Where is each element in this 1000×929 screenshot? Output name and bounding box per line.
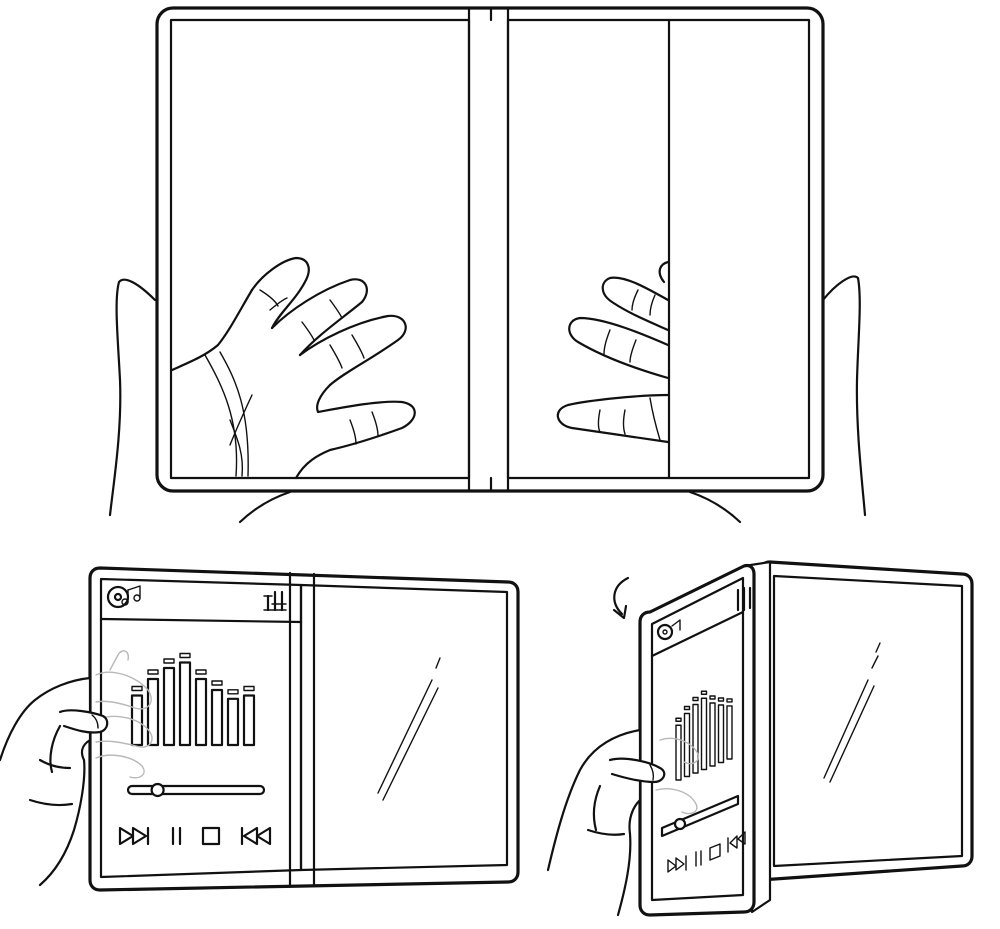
equalizer-bar-small xyxy=(700,697,708,771)
screen-glare xyxy=(377,657,441,801)
equalizer-peak xyxy=(227,689,239,695)
blank-screen xyxy=(299,583,509,872)
progress-slider[interactable] xyxy=(126,782,266,798)
equalizer-bar xyxy=(226,697,240,747)
back-panel-frame xyxy=(758,560,974,882)
left-hand-lower xyxy=(238,490,292,524)
front-header-divider xyxy=(650,610,745,658)
right-holding-hand xyxy=(821,275,867,517)
equalizer-bar xyxy=(178,661,192,747)
rewind-icon[interactable] xyxy=(240,826,272,846)
stop-icon-small[interactable] xyxy=(709,843,721,861)
rewind-icon-small[interactable] xyxy=(727,831,746,853)
right-hand-lower xyxy=(688,490,742,524)
stop-icon[interactable] xyxy=(201,826,221,846)
equalizer-settings-icon-small xyxy=(736,586,752,612)
equalizer-bar xyxy=(210,688,224,747)
ghost-finger-motion xyxy=(95,650,153,779)
back-panel-screen xyxy=(772,574,964,868)
equalizer-peak xyxy=(179,652,191,659)
equalizer-peak xyxy=(211,680,223,686)
folding-music-player-view xyxy=(546,560,974,917)
equalizer-peak-small xyxy=(726,698,733,703)
equalizer-bar-small xyxy=(709,702,716,767)
equalizer-peak-small xyxy=(709,695,716,700)
equalizer-settings-icon xyxy=(263,590,287,612)
fold-direction-arrow xyxy=(613,576,630,616)
left-holding-hand xyxy=(108,278,157,517)
equalizer-bar xyxy=(242,694,256,747)
fast-forward-icon-small[interactable] xyxy=(667,855,687,873)
equalizer-peak-small xyxy=(683,705,691,711)
equalizer-bars xyxy=(130,652,256,747)
equalizer-bar-small xyxy=(675,724,682,781)
pause-icon[interactable] xyxy=(171,826,182,846)
holding-hand-left-view xyxy=(0,676,109,887)
front-panel-screen xyxy=(650,576,745,902)
left-hand-on-screen xyxy=(170,256,416,480)
equalizer-peak-small xyxy=(700,690,708,695)
right-hand-on-screen xyxy=(556,260,670,444)
equalizer-bar xyxy=(146,677,160,747)
equalizer-peak-small xyxy=(692,696,699,702)
front-panel-frame xyxy=(638,563,756,917)
device-outer-frame xyxy=(155,6,825,493)
holding-hand-right-view xyxy=(546,728,699,917)
progress-slider-small[interactable] xyxy=(660,794,740,838)
music-disc-icon xyxy=(106,585,141,609)
equalizer-peak-small xyxy=(717,697,725,702)
equalizer-peak-small xyxy=(675,717,682,722)
equalizer-peak xyxy=(163,658,175,664)
equalizer-bar-small xyxy=(717,704,725,764)
equalizer-bar-small xyxy=(726,705,733,760)
fold-arrow-head xyxy=(612,604,628,620)
music-disc-icon-small xyxy=(656,619,681,641)
equalizer-bars-small xyxy=(675,690,733,781)
device-frame-left-view xyxy=(88,566,520,892)
equalizer-peak xyxy=(195,669,207,675)
slider-thumb-small[interactable] xyxy=(673,817,687,831)
equalizer-peak xyxy=(243,685,255,692)
equalizer-peak xyxy=(131,685,143,692)
equalizer-peak xyxy=(147,669,159,675)
equalizer-bar xyxy=(162,666,176,747)
back-screen-glare xyxy=(823,642,881,783)
slider-thumb[interactable] xyxy=(150,782,165,798)
equalizer-bar xyxy=(130,694,144,747)
equalizer-bar xyxy=(194,677,208,747)
fast-forward-icon[interactable] xyxy=(118,826,150,846)
unfolded-top-view xyxy=(108,6,867,524)
pause-icon-small[interactable] xyxy=(695,850,702,867)
equalizer-bar-small xyxy=(692,703,699,774)
unfolded-music-player-view xyxy=(0,566,520,892)
player-header-divider xyxy=(99,617,303,624)
